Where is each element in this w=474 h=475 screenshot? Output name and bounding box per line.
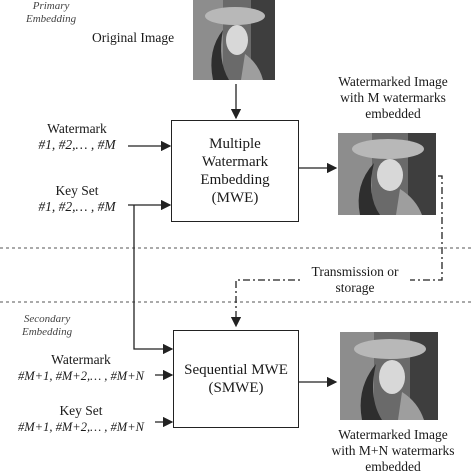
smwe-box: Sequential MWE (SMWE) [173, 330, 299, 428]
output-label-top: Watermarked Image with M watermarks embe… [338, 74, 448, 121]
original-image [193, 0, 275, 80]
watermark-input-top: Watermark #1, #2,… , #M [38, 121, 116, 152]
keyset-input-top: Key Set #1, #2,… , #M [38, 183, 116, 214]
watermarked-image-bottom [340, 332, 438, 420]
transmission-path [230, 175, 443, 328]
transmission-label: Transmission or storage [300, 264, 410, 296]
original-image-label: Original Image [92, 30, 175, 45]
mwe-box: Multiple Watermark Embedding (MWE) [171, 120, 299, 222]
keyset-input-bottom: Key Set #M+1, #M+2,… , #M+N [18, 403, 144, 434]
watermark-input-bottom: Watermark #M+1, #M+2,… , #M+N [18, 352, 144, 383]
output-label-bottom: Watermarked Image with M+N watermarks em… [331, 427, 455, 474]
watermarked-image-top [338, 133, 436, 215]
arrow-keyset-to-smwe [133, 205, 174, 355]
